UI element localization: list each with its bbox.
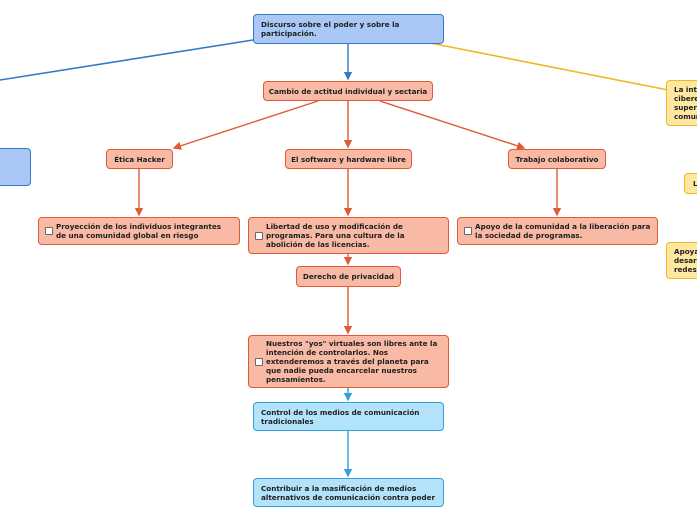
- root-topic-text: Discurso sobre el poder y sobre la parti…: [261, 20, 400, 38]
- software-libre-node[interactable]: El software y hardware libre: [285, 149, 412, 169]
- checkbox-icon[interactable]: [464, 227, 472, 235]
- connector-root-left: [0, 39, 254, 81]
- trabajo-colaborativo-node[interactable]: Trabajo colaborativo: [508, 149, 606, 169]
- trabajo-colaborativo-text: Trabajo colaborativo: [515, 154, 599, 164]
- control-medios-text: Control de los medios de comunicación tr…: [261, 407, 420, 426]
- right-partial-text-2: L: [693, 179, 697, 188]
- left-partial-node[interactable]: [0, 148, 31, 186]
- etica-hacker-node[interactable]: Ética Hacker: [106, 149, 173, 169]
- etica-hacker-text: Ética Hacker: [114, 154, 165, 164]
- contribuir-node[interactable]: Contribuir a la masificación de medios a…: [253, 478, 444, 507]
- connector-cambio-trabajo: [379, 100, 526, 150]
- apoyo-node[interactable]: Apoyo de la comunidad a la liberación pa…: [457, 217, 658, 245]
- right-partial-node-1[interactable]: La inte ciberes supera comuni: [666, 80, 697, 126]
- derecho-privacidad-node[interactable]: Derecho de privacidad: [296, 266, 401, 287]
- right-partial-node-2[interactable]: L: [684, 173, 697, 194]
- libertad-node[interactable]: Libertad de uso y modificación de progra…: [248, 217, 449, 254]
- connector-root-right: [429, 42, 669, 91]
- libertad-text: Libertad de uso y modificación de progra…: [266, 222, 405, 249]
- cambio-actitud-text: Cambio de actitud individual y sectaria: [268, 86, 428, 96]
- right-partial-text-1: La inte ciberes supera comuni: [674, 85, 697, 121]
- software-libre-text: El software y hardware libre: [291, 154, 406, 164]
- proyeccion-text: Proyección de los individuos integrantes…: [56, 222, 222, 240]
- cambio-actitud-node[interactable]: Cambio de actitud individual y sectaria: [263, 81, 433, 101]
- checkbox-icon[interactable]: [255, 357, 263, 366]
- checkbox-icon[interactable]: [255, 231, 263, 240]
- nuestros-yos-text: Nuestros "yos" virtuales son libres ante…: [266, 339, 438, 384]
- checkbox-icon[interactable]: [45, 227, 53, 235]
- root-topic-node[interactable]: Discurso sobre el poder y sobre la parti…: [253, 14, 444, 44]
- control-medios-node[interactable]: Control de los medios de comunicación tr…: [253, 402, 444, 431]
- apoyo-text: Apoyo de la comunidad a la liberación pa…: [475, 222, 651, 240]
- proyeccion-node[interactable]: Proyección de los individuos integrantes…: [38, 217, 240, 245]
- contribuir-text: Contribuir a la masificación de medios a…: [261, 483, 436, 502]
- derecho-privacidad-text: Derecho de privacidad: [302, 272, 395, 281]
- nuestros-yos-node[interactable]: Nuestros "yos" virtuales son libres ante…: [248, 335, 449, 388]
- connector-cambio-etica: [172, 100, 319, 150]
